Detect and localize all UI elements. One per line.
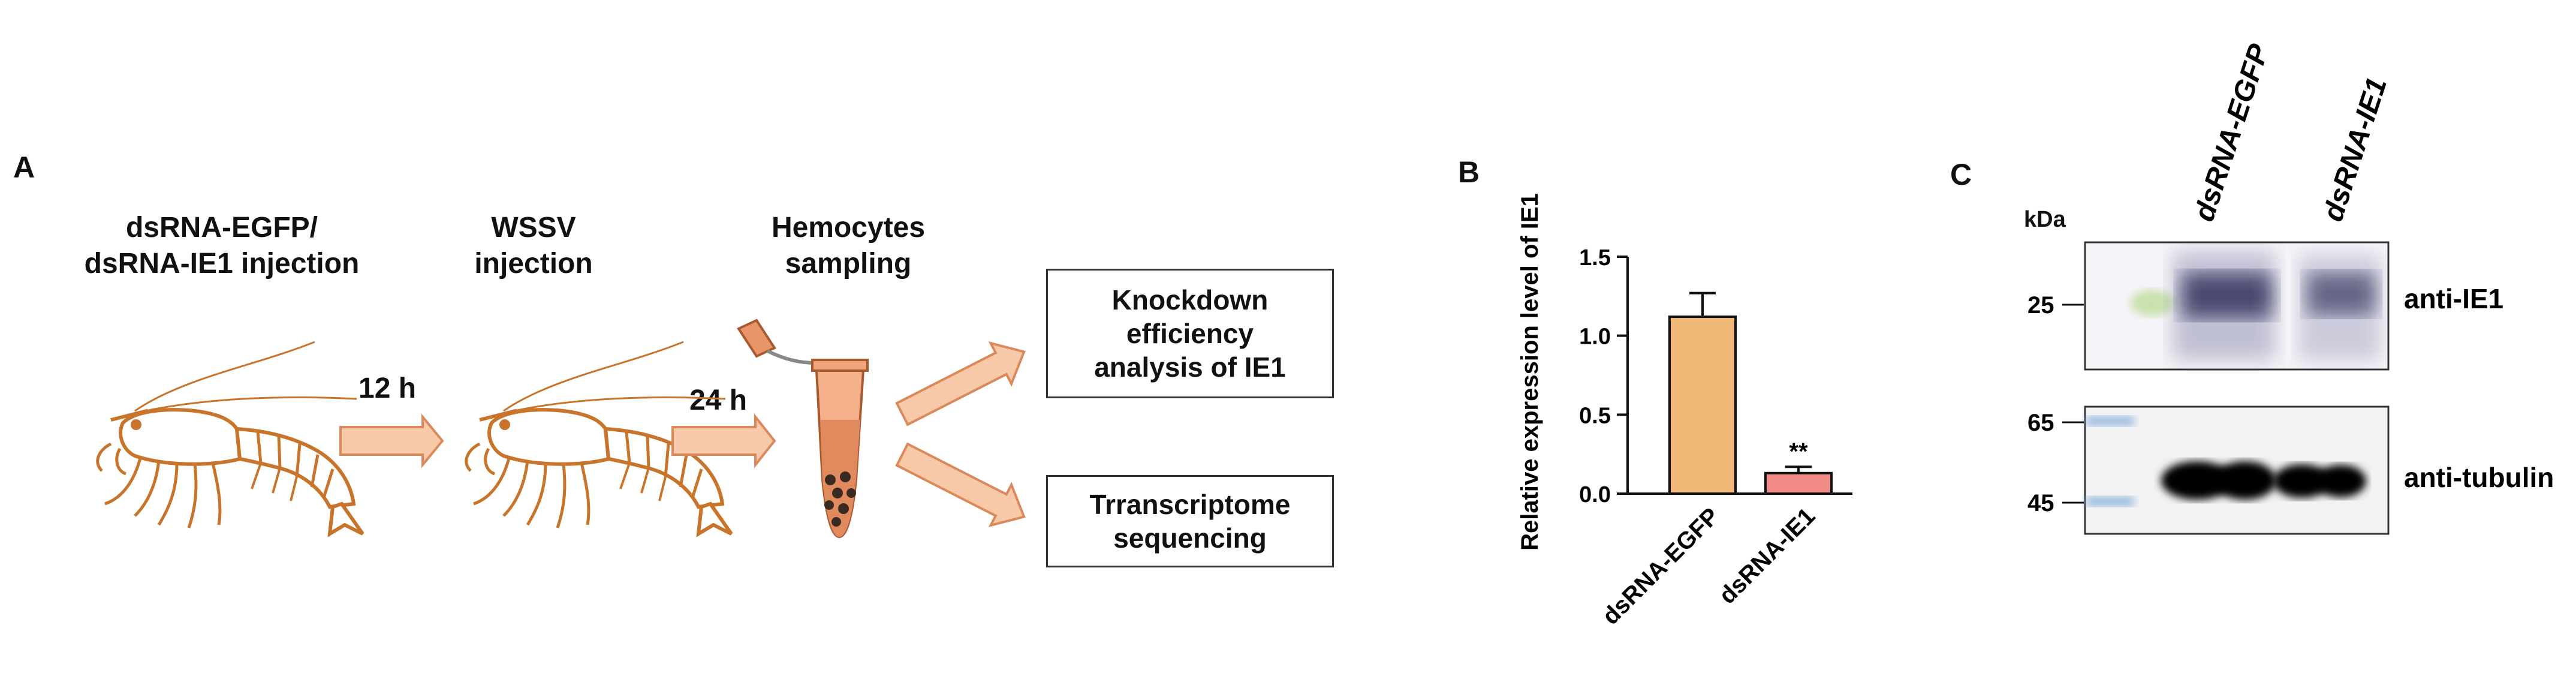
step-hemocytes-sampling: Hemocytes sampling	[771, 212, 926, 280]
label-anti-tubulin: anti-tubulin	[2404, 462, 2554, 493]
step-wssv-injection: WSSV injection	[474, 212, 593, 280]
step-dsrna-injection: dsRNA-EGFP/ dsRNA-IE1 injection	[84, 212, 360, 280]
y-tick-label: 0.0	[1579, 482, 1611, 507]
knockdown-efficiency-text: Knockdown efficiency analysis of IE1	[1094, 284, 1286, 383]
transcriptome-sequencing-box: Trranscriptome sequencing	[1046, 475, 1334, 567]
chart-y-axis-label: Relative expression level of IE1	[1517, 193, 1543, 551]
significance-marker: **	[1789, 438, 1808, 465]
anti-ie1-blot	[2084, 241, 2390, 371]
sampling-tube-icon	[737, 319, 869, 539]
knockdown-efficiency-box: Knockdown efficiency analysis of IE1	[1046, 269, 1334, 398]
panel-a-label: A	[13, 151, 35, 184]
label-anti-ie1: anti-IE1	[2404, 283, 2503, 314]
anti-tubulin-blot	[2084, 405, 2390, 535]
arrow-to-transcriptome	[895, 442, 1026, 527]
bar-dsrna-egfp	[1668, 316, 1737, 495]
y-tick-label: 1.5	[1579, 245, 1611, 271]
arrow-12h	[339, 413, 444, 468]
lane-label-dsrna-egfp: dsRNA-EGFP	[2188, 40, 2275, 225]
y-tick-label: 1.0	[1579, 325, 1611, 350]
arrow-to-knockdown	[895, 341, 1026, 426]
transcriptome-sequencing-text: Trranscriptome sequencing	[1089, 489, 1291, 554]
arrow-24h	[671, 413, 776, 468]
bar-dsrna-ie1	[1764, 471, 1833, 495]
time-24h: 24 h	[689, 384, 748, 416]
lane-label-dsrna-ie1: dsRNA-IE1	[2317, 74, 2393, 225]
marker-25: 25	[2027, 292, 2054, 319]
marker-65: 65	[2027, 410, 2054, 436]
panel-b-label: B	[1458, 155, 1480, 189]
time-12h: 12 h	[358, 372, 417, 404]
marker-45: 45	[2027, 490, 2054, 516]
kda-unit-label: kDa	[2024, 207, 2066, 232]
y-tick-label: 0.5	[1579, 403, 1611, 428]
panel-c-label: C	[1950, 158, 1972, 191]
